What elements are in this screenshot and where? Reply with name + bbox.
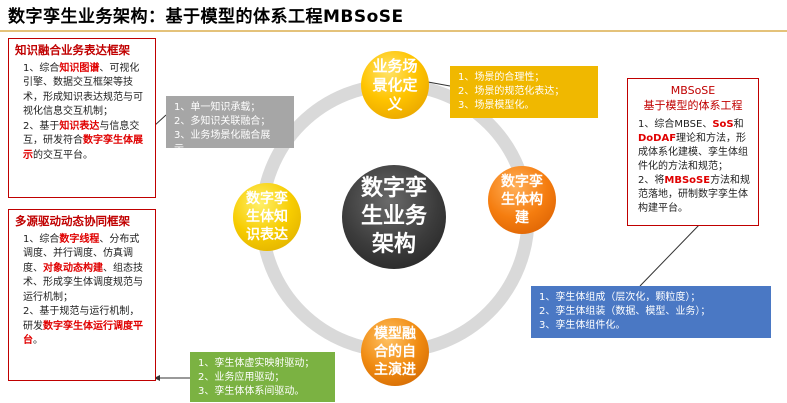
note-line: 2、场景的规范化表达； <box>458 86 565 97</box>
box1-body: 1、综合知识图谱、可视化引擎、数据交互框架等技术，形成知识表达规范与可视化信息交… <box>9 60 155 168</box>
box2-text: 2、基于规范与运行机制，研发 <box>23 306 140 332</box>
note-line: 2、孪生体组装（数据、模型、业务）； <box>539 306 711 317</box>
arrowhead-left <box>154 375 160 381</box>
rbox-text: 方法和规范落地，研制数字孪生体构建平台。 <box>638 175 751 214</box>
mbsose-header: MBSoSE 基于模型的体系工程 <box>628 79 758 113</box>
note-line: 2、多知识关联融合； <box>174 116 271 127</box>
node-label: 合的自 <box>374 344 416 360</box>
node-label: 义 <box>387 94 403 113</box>
node-label: 业务场 <box>372 56 418 75</box>
note-line: 1、孪生体组成（层次化，颗粒度）； <box>539 292 701 303</box>
rbox-highlight: DoDAF <box>638 133 677 144</box>
node-label: 景化定 <box>372 75 418 94</box>
note-line: 1、孪生体虚实映射驱动； <box>198 358 315 369</box>
box2-text: 、组态技术、形成孪生体调度规范与运行机制； <box>23 262 143 303</box>
scenario-note-yellow: 1、场景的合理性； 2、场景的规范化表达； 3、场景模型化。 <box>450 66 598 118</box>
box2-body: 1、综合数字线程、分布式调度、并行调度、仿真调度、对象动态构建、组态技术、形成孪… <box>9 231 155 353</box>
node-label: 数字孪 <box>246 191 288 207</box>
center-label: 架构 <box>371 232 416 257</box>
twin-construction-node: 数字孪生体构建 <box>488 166 556 234</box>
node-label: 数字孪 <box>501 174 543 190</box>
note-line: 2、业务应用驱动； <box>198 372 285 383</box>
box2-text: 、分布式调度、并行调度、仿真调度、 <box>23 233 140 274</box>
center-label: 生业务 <box>360 204 427 229</box>
connector-top-yellow <box>427 81 451 87</box>
box1-highlight: 数字孪生体展示 <box>23 135 143 161</box>
box1-text: 、可视化引擎、数据交互框架等技术，形成知识表达规范与可视化信息交互机制； <box>23 62 143 118</box>
note-line: 3、业务场景化融合展示。 <box>174 130 271 155</box>
mbsose-header-line1: MBSoSE <box>670 84 716 97</box>
box1-highlight: 知识图谱 <box>59 62 100 74</box>
node-label: 主演进 <box>374 362 416 378</box>
note-line: 3、孪生体组件化。 <box>539 320 626 331</box>
core-architecture-node: 数字孪生业务架构 <box>342 165 446 269</box>
scenario-definition-node: 业务场景化定义 <box>361 51 429 119</box>
rbox-text: 理论和方法，形成体系化建模、孪生体组件化的方法和规范； <box>638 133 748 172</box>
rbox-highlight: SoS <box>712 119 734 130</box>
center-label: 数字孪 <box>360 176 427 201</box>
box1-highlight: 知识表达 <box>59 120 100 132</box>
box2-highlight: 数字孪生体运行调度平台 <box>23 320 143 347</box>
box1-text: 与信息交互，研发符合 <box>23 120 140 147</box>
model-evolution-node: 模型融合的自主演进 <box>361 318 429 386</box>
title-divider <box>0 30 787 32</box>
node-label: 识表达 <box>246 227 288 243</box>
multi-source-driver-framework-box: 多源驱动动态协同框架 1、综合数字线程、分布式调度、并行调度、仿真调度、对象动态… <box>8 209 156 381</box>
node-label: 生体构 <box>501 192 543 208</box>
box1-text: 的交互平台。 <box>33 149 93 161</box>
box2-highlight: 对象动态构建 <box>43 262 103 274</box>
box2-text: 1、综合 <box>23 233 60 245</box>
node-label: 建 <box>515 210 529 226</box>
box2-header: 多源驱动动态协同框架 <box>15 214 130 228</box>
note-line: 3、孪生体体系间驱动。 <box>198 386 305 397</box>
rbox-text: 2、将 <box>638 175 665 186</box>
box1-text: 2、基于 <box>23 120 60 132</box>
note-line: 1、单一知识承载； <box>174 102 261 113</box>
knowledge-expression-node: 数字孪生体知识表达 <box>233 183 301 251</box>
node-label: 生体知 <box>246 209 288 225</box>
box2-text: 。 <box>33 335 43 346</box>
note-line: 1、场景的合理性； <box>458 72 545 83</box>
connector-blue-rbox <box>639 223 701 287</box>
rbox-highlight: MBSoSE <box>664 175 711 186</box>
box1-text: 1、综合 <box>23 62 60 74</box>
box1-header: 知识融合业务表达框架 <box>15 43 130 57</box>
mbsose-header-line2: 基于模型的体系工程 <box>643 99 743 112</box>
node-label: 模型融 <box>374 326 416 342</box>
mbsose-body: 1、综合MBSE、SoS和 DoDAF理论和方法，形成体系化建模、孪生体组件化的方… <box>628 113 758 220</box>
knowledge-note-gray: 1、单一知识承载； 2、多知识关联融合； 3、业务场景化融合展示。 <box>166 96 294 155</box>
rbox-text: 1、综合MBSE、 <box>638 119 713 130</box>
page-title: 数字孪生业务架构：基于模型的体系工程MBSoSE <box>8 7 404 27</box>
twin-construct-note-blue: 1、孪生体组成（层次化，颗粒度）； 2、孪生体组装（数据、模型、业务）； 3、孪… <box>531 286 771 338</box>
rbox-text: 和 <box>733 119 744 130</box>
connector-box1-gray <box>153 114 167 127</box>
knowledge-fusion-framework-box: 知识融合业务表达框架 1、综合知识图谱、可视化引擎、数据交互框架等技术，形成知识… <box>8 38 156 198</box>
note-line: 3、场景模型化。 <box>458 100 535 111</box>
driver-note-green: 1、孪生体虚实映射驱动； 2、业务应用驱动； 3、孪生体体系间驱动。 <box>190 352 335 402</box>
mbsose-box: MBSoSE 基于模型的体系工程 1、综合MBSE、SoS和 DoDAF理论和方法… <box>627 78 759 226</box>
box2-highlight: 数字线程 <box>59 233 100 245</box>
